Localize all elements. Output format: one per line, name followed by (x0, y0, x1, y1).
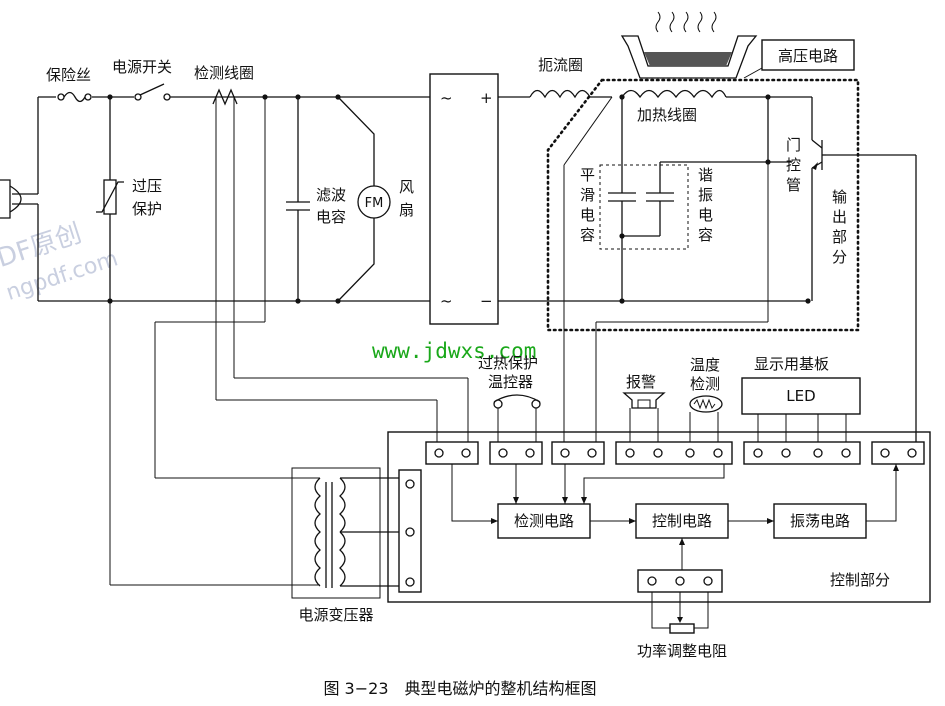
overheat-label-1: 过热保护 (478, 354, 538, 372)
watermark-url: www.jdwxs.com (372, 339, 536, 363)
terminal-block-display (743, 441, 861, 465)
capacitor-group-outline (599, 164, 689, 250)
high-voltage-boundary (546, 78, 860, 332)
smooth-cap-char-4: 容 (580, 226, 595, 244)
watermark-logo: DF原创 ngpdf.com (0, 219, 121, 306)
alarm-label: 报警 (626, 373, 656, 391)
junction-node (619, 298, 625, 304)
junction-node (619, 94, 625, 100)
power-adjust-label: 功率调整电阻 (637, 642, 727, 660)
junction-node (295, 94, 301, 100)
fuse-label: 保险丝 (46, 66, 91, 84)
oscillator-circuit-block (773, 503, 867, 539)
output-part-char-1: 输 (832, 188, 847, 206)
junction-node (335, 94, 341, 100)
output-part-char-2: 出 (832, 208, 847, 226)
power-switch-label: 电源开关 (112, 58, 172, 76)
control-circuit-label: 控制电路 (652, 512, 712, 530)
junction-node (619, 233, 625, 239)
figure-caption: 图 3−23 典型电磁炉的整机结构框图 (323, 679, 596, 698)
output-part-char-3: 部 (832, 228, 847, 246)
heating-coil-label: 加热线圈 (637, 106, 697, 124)
control-part-label: 控制部分 (830, 571, 890, 589)
fan-label-2: 扇 (399, 201, 414, 219)
choke-coil (529, 89, 591, 99)
smooth-cap-char-1: 平 (580, 166, 595, 184)
temperature-sensor-icon (689, 395, 723, 442)
rectifier-ac-top: ~ (440, 89, 453, 107)
junction-node (765, 94, 771, 100)
overvoltage-label-1: 过压 (132, 177, 162, 195)
smooth-cap-char-2: 滑 (580, 186, 595, 204)
rectifier-minus: − (480, 292, 493, 310)
gate-tube-char-3: 管 (786, 176, 801, 194)
filter-cap-label-1: 滤波 (316, 186, 346, 204)
display-board (741, 377, 861, 415)
temp-label-1: 温度 (690, 356, 720, 374)
detect-circuit-label: 检测电路 (514, 512, 574, 530)
alarm-buzzer-icon (622, 392, 666, 442)
terminal-block-transformer (398, 469, 422, 593)
bridge-rectifier (429, 73, 499, 325)
overvoltage-label-2: 保护 (132, 200, 162, 218)
detect-coil-label: 检测线圈 (194, 64, 254, 82)
power-plug (0, 179, 38, 219)
high-voltage-pointer (743, 67, 763, 79)
fan-label-1: 风 (399, 178, 414, 196)
fuse (57, 91, 92, 103)
oscillator-circuit-label: 振荡电路 (790, 512, 850, 530)
terminal-block-hv-sense (551, 441, 605, 465)
cooking-pot-icon (620, 11, 758, 79)
junction-node (295, 298, 301, 304)
junction-node (805, 298, 811, 304)
control-flow-arrows (451, 464, 899, 570)
rectifier-ac-bottom: ~ (440, 292, 453, 310)
terminal-block-power-adjust (637, 569, 723, 593)
output-part-char-4: 分 (832, 248, 847, 266)
high-voltage-label-box (761, 39, 855, 71)
resonant-cap-char-2: 振 (698, 186, 713, 204)
control-circuit-block (635, 503, 729, 539)
gate-tube-char-2: 控 (786, 156, 801, 174)
junction-nodes-right (619, 94, 811, 304)
smoothing-capacitor (608, 192, 636, 202)
transformer-label: 电源变压器 (298, 606, 373, 624)
smooth-cap-char-3: 电 (580, 206, 595, 224)
fan-motor-label: FM (365, 196, 384, 211)
junction-node (335, 298, 341, 304)
overheat-label-2: 温控器 (488, 373, 533, 391)
filter-cap-label-2: 电容 (316, 208, 346, 226)
resonant-capacitor (646, 192, 674, 202)
terminal-block-thermostat (489, 441, 543, 465)
detect-coil (212, 88, 238, 400)
led-label: LED (786, 387, 815, 405)
resonant-cap-char-4: 容 (698, 226, 713, 244)
overvoltage-varistor (96, 179, 124, 215)
control-part-frame (387, 431, 931, 603)
power-transformer (291, 467, 410, 599)
high-voltage-label: 高压电路 (778, 47, 838, 65)
heating-coil (621, 89, 727, 99)
filter-capacitor (286, 201, 310, 211)
gate-transistor (811, 139, 826, 170)
resonant-cap-char-3: 电 (698, 206, 713, 224)
resonant-cap-char-1: 谐 (698, 166, 713, 184)
terminal-block-output (871, 441, 925, 465)
terminal-block-alarm-temp (615, 441, 733, 465)
terminal-block-detect-coil (425, 441, 479, 465)
thermostat-icon (493, 394, 541, 442)
choke-label: 扼流圈 (538, 56, 583, 74)
junction-nodes-left (107, 94, 341, 304)
junction-node (107, 94, 113, 100)
power-switch (134, 83, 171, 101)
rectifier-plus: + (480, 89, 493, 107)
fan-motor (357, 185, 391, 219)
power-adjust-resistor (651, 592, 709, 634)
gate-tube-char-1: 门 (786, 136, 801, 154)
display-board-label: 显示用基板 (754, 355, 829, 373)
temp-label-2: 检测 (690, 375, 720, 393)
display-wiring (757, 414, 847, 442)
